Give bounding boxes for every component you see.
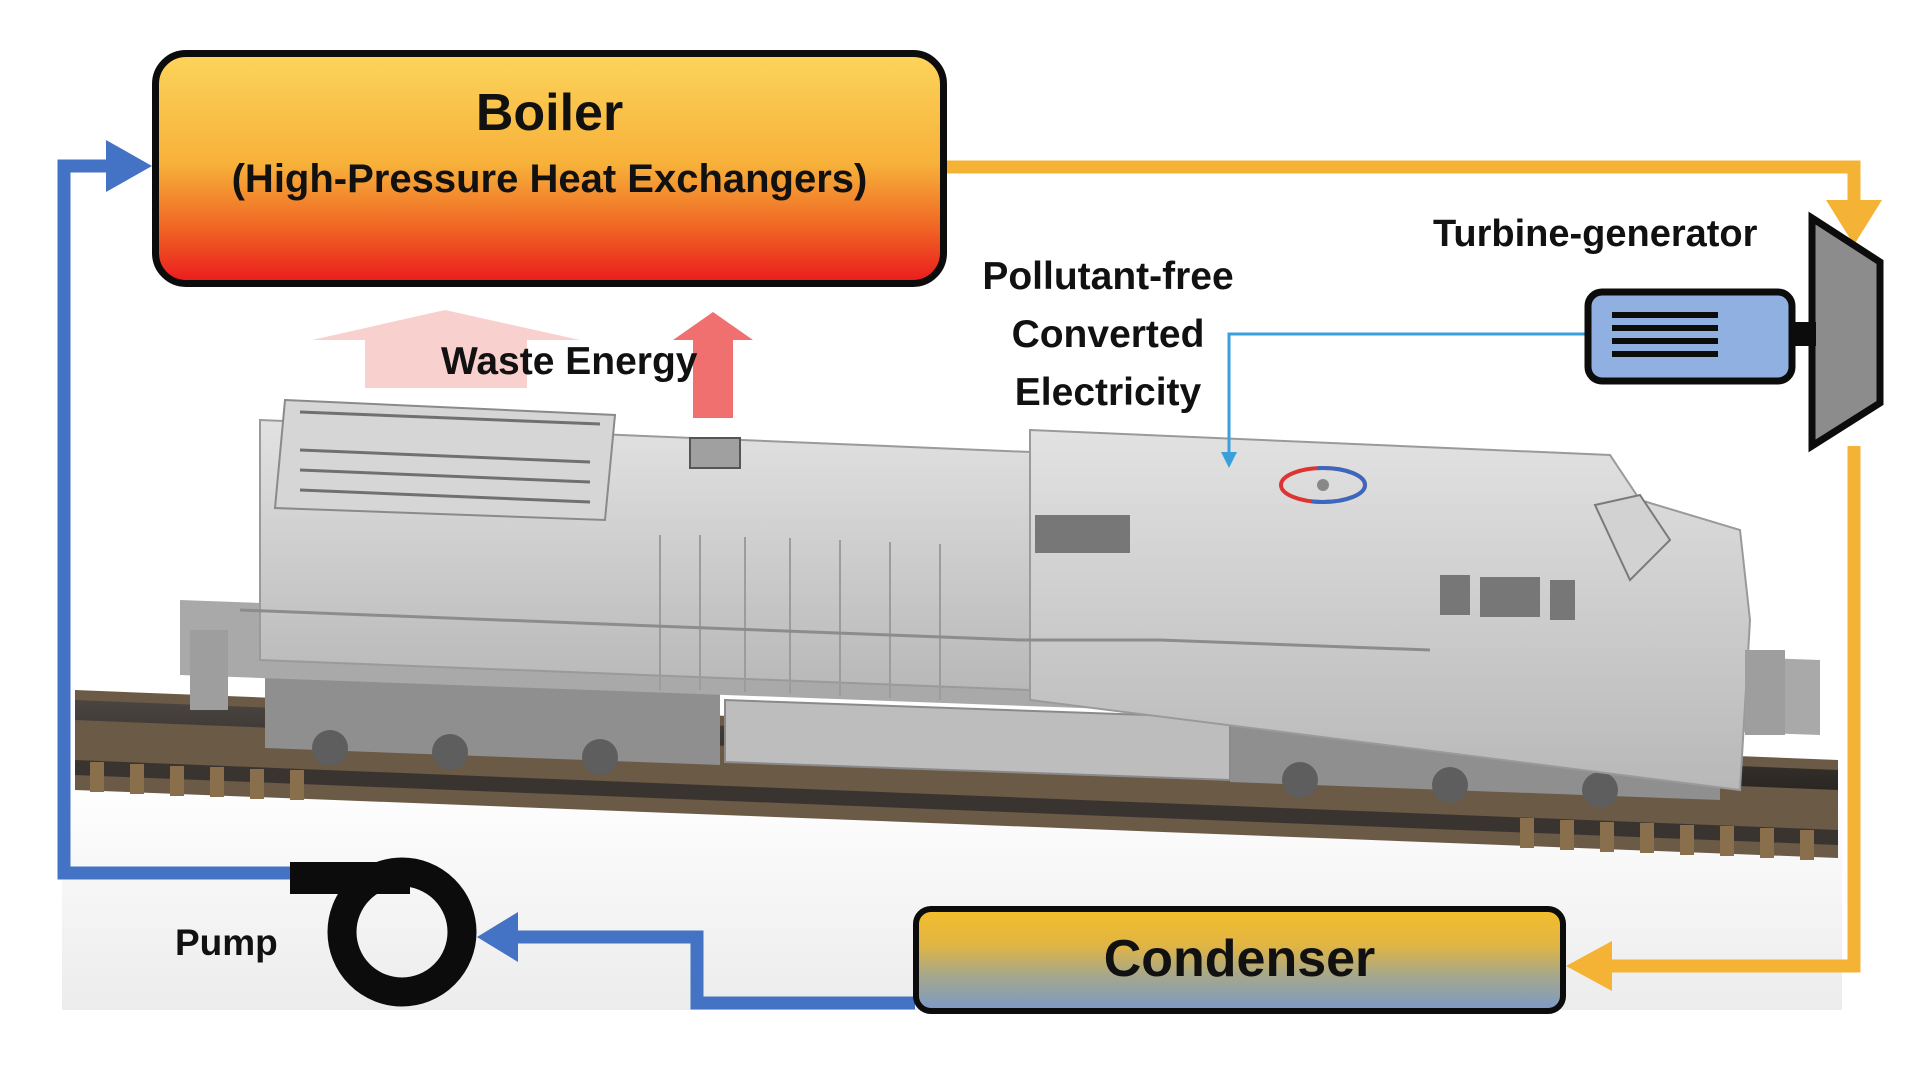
radiator-section	[273, 398, 617, 522]
boiler-inlet-arrowhead	[106, 140, 152, 192]
handrail	[239, 608, 1431, 652]
electricity-label-line-2: Converted	[1011, 313, 1205, 356]
electricity-label-line-1: Pollutant-free	[982, 255, 1234, 298]
pump-label: Pump	[175, 922, 278, 963]
condenser-inlet-arrowhead	[1566, 941, 1612, 991]
boiler-box: Boiler (High-Pressure Heat Exchangers)	[152, 50, 947, 287]
locomotive	[180, 398, 1820, 808]
turbine-inlet-arrowhead	[1826, 200, 1882, 245]
waste-energy-arrows	[312, 310, 753, 418]
cab-section	[1029, 428, 1752, 792]
heat-arrow-bright	[673, 312, 753, 418]
electricity-line	[1221, 332, 1585, 468]
cold-water-loop	[57, 159, 915, 1010]
pump-inlet-arrowhead	[477, 912, 518, 962]
turbine-generator-label: Turbine-generator	[1433, 213, 1758, 255]
waste-energy-label: Waste Energy	[441, 340, 698, 383]
cab-window	[1593, 493, 1672, 582]
electricity-label-line-3: Electricity	[1014, 371, 1202, 414]
condenser-box: Condenser	[913, 906, 1566, 1014]
exhaust-stack	[689, 437, 741, 469]
steam-loop	[947, 160, 1861, 973]
turbine-icon	[1808, 211, 1884, 453]
boiler-subtitle: (High-Pressure Heat Exchangers)	[231, 157, 868, 201]
generator-vent-icon	[1612, 312, 1718, 357]
rotation-logo-icon	[1279, 466, 1367, 504]
pump-icon	[290, 857, 477, 1007]
generator-icon	[1584, 288, 1796, 385]
boiler-title: Boiler	[475, 84, 624, 142]
fuel-tank	[724, 698, 1231, 782]
electricity-label: Pollutant-free Converted Electricity	[958, 248, 1258, 422]
heat-arrow-faint	[312, 310, 580, 388]
